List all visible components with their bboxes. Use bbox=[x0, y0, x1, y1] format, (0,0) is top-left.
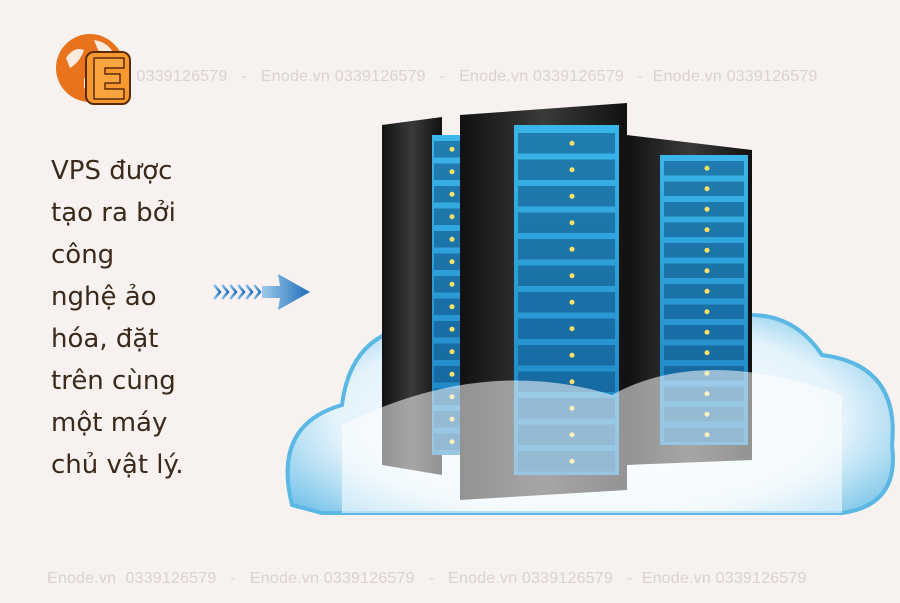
logo-letter-e-shape bbox=[93, 57, 125, 100]
server-unit bbox=[434, 321, 460, 338]
server-unit bbox=[664, 202, 744, 217]
caption-line: một máy bbox=[51, 408, 168, 438]
server-unit bbox=[664, 284, 744, 299]
server-unit bbox=[434, 276, 460, 293]
caption-line: nghệ ảo bbox=[51, 282, 157, 312]
status-led bbox=[569, 167, 575, 173]
status-led bbox=[449, 191, 455, 197]
status-led bbox=[449, 371, 455, 377]
server-unit bbox=[518, 239, 615, 260]
status-led bbox=[569, 246, 575, 252]
caption-line: VPS được bbox=[51, 156, 173, 186]
server-unit bbox=[434, 163, 460, 180]
caption-line: tạo ra bởi bbox=[51, 198, 176, 228]
status-led bbox=[704, 247, 710, 253]
status-led bbox=[449, 326, 455, 332]
status-led bbox=[449, 304, 455, 310]
server-unit bbox=[664, 181, 744, 196]
server-unit bbox=[518, 292, 615, 313]
server-cloud-illustration bbox=[285, 103, 895, 515]
server-unit bbox=[518, 265, 615, 286]
server-unit bbox=[434, 366, 460, 383]
server-unit bbox=[518, 159, 615, 180]
caption-line: công bbox=[51, 240, 115, 270]
status-led bbox=[569, 193, 575, 199]
server-unit bbox=[434, 141, 460, 158]
status-led bbox=[704, 288, 710, 294]
server-units bbox=[434, 133, 744, 472]
caption-line: chủ vật lý. bbox=[51, 450, 184, 480]
status-led bbox=[449, 169, 455, 175]
status-led bbox=[704, 186, 710, 192]
status-led bbox=[704, 268, 710, 274]
watermark-bottom: Enode.vn 0339126579 - Enode.vn 033912657… bbox=[47, 570, 807, 587]
arrow-right-icon bbox=[213, 274, 310, 310]
caption-line: trên cùng bbox=[51, 366, 176, 396]
status-led bbox=[449, 259, 455, 265]
status-led bbox=[569, 273, 575, 279]
server-unit bbox=[664, 345, 744, 360]
server-unit bbox=[434, 343, 460, 360]
server-unit bbox=[664, 243, 744, 258]
enode-logo bbox=[56, 34, 131, 105]
status-led bbox=[449, 236, 455, 242]
status-led bbox=[704, 350, 710, 356]
server-unit bbox=[434, 253, 460, 270]
caption-text: VPS được tạo ra bởi công nghệ ảo hóa, đặ… bbox=[51, 150, 211, 486]
server-unit bbox=[434, 231, 460, 248]
server-unit bbox=[434, 186, 460, 203]
status-led bbox=[704, 165, 710, 171]
server-unit bbox=[664, 222, 744, 237]
status-led bbox=[704, 309, 710, 315]
server-unit bbox=[518, 133, 615, 154]
status-led bbox=[449, 349, 455, 355]
server-unit bbox=[664, 325, 744, 340]
status-led bbox=[569, 379, 575, 385]
watermark-top: Enode.vn 0339126579 - Enode.vn 033912657… bbox=[58, 68, 818, 85]
status-led bbox=[704, 206, 710, 212]
status-led bbox=[569, 326, 575, 332]
status-led bbox=[569, 352, 575, 358]
status-led bbox=[449, 146, 455, 152]
caption-line: hóa, đặt bbox=[51, 324, 159, 354]
server-unit bbox=[664, 304, 744, 319]
server-unit bbox=[664, 263, 744, 278]
server-unit bbox=[434, 298, 460, 315]
status-led bbox=[704, 227, 710, 233]
status-led bbox=[704, 329, 710, 335]
status-led bbox=[449, 281, 455, 287]
server-unit bbox=[434, 208, 460, 225]
server-unit bbox=[518, 212, 615, 233]
status-led bbox=[449, 214, 455, 220]
status-led bbox=[569, 299, 575, 305]
status-led bbox=[569, 220, 575, 226]
server-unit bbox=[518, 318, 615, 339]
server-unit bbox=[664, 161, 744, 176]
server-unit bbox=[518, 186, 615, 207]
server-unit bbox=[518, 345, 615, 366]
status-led bbox=[569, 140, 575, 146]
